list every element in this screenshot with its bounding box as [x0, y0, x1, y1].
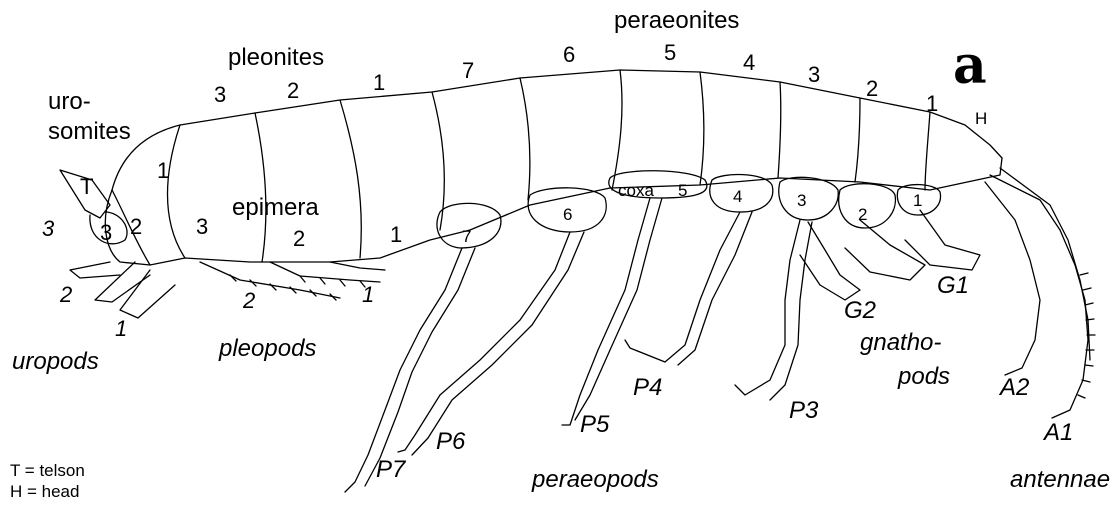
- coxa-label: coxa: [618, 182, 654, 199]
- pleonites-label: pleonites: [228, 46, 324, 70]
- pleonite-3-number: 3: [214, 84, 226, 106]
- pleopods-drawing: [200, 262, 385, 300]
- peraeonite-6-number: 6: [563, 44, 575, 66]
- urosomite-1-number: 1: [157, 160, 169, 182]
- peraeonite-5-number: 5: [664, 42, 676, 64]
- p4-label: P4: [633, 376, 662, 400]
- a2-label: A2: [1000, 376, 1029, 400]
- p6-label: P6: [436, 430, 465, 454]
- urosomites-label-line2: somites: [48, 120, 131, 144]
- coxa-2-number: 2: [858, 206, 867, 223]
- p3-label: P3: [789, 399, 818, 423]
- coxa-1-number: 1: [913, 192, 922, 209]
- epimera-label: epimera: [232, 196, 319, 220]
- urosomite-3-number: 3: [100, 222, 112, 244]
- peraeonite-1-number: 1: [926, 93, 938, 115]
- peraeonite-4-number: 4: [743, 52, 755, 74]
- g1-label: G1: [937, 274, 969, 298]
- pleonite-2-number: 2: [287, 80, 299, 102]
- gnathopods-label-line1: gnatho-: [860, 331, 941, 355]
- g2-label: G2: [844, 299, 876, 323]
- peraeonite-7-number: 7: [462, 60, 474, 82]
- uropods-label: uropods: [12, 350, 99, 374]
- pleopod-1-label: 1: [362, 284, 374, 306]
- coxa-4-number: 4: [733, 188, 742, 205]
- coxa-6-number: 6: [563, 206, 572, 223]
- urosomite-2-number: 2: [130, 216, 142, 238]
- p5-label: P5: [580, 413, 609, 437]
- pleopods-label: pleopods: [219, 337, 316, 361]
- peraeonites-label: peraeonites: [614, 9, 739, 33]
- urosomites-label-line1: uro-: [48, 90, 91, 114]
- peraeopods-drawing: [345, 198, 812, 492]
- antennae-label: antennae: [1010, 468, 1110, 492]
- epimeron-2-number: 2: [293, 228, 305, 250]
- coxa-5-number: 5: [678, 182, 687, 199]
- coxa-7-number: 7: [462, 228, 471, 245]
- uropod-2-label: 2: [60, 284, 72, 306]
- peraeopods-label: peraeopods: [532, 468, 659, 492]
- coxa-3-number: 3: [797, 192, 806, 209]
- legend: T = telson H = head: [10, 460, 85, 503]
- epimeron-3-number: 3: [196, 216, 208, 238]
- head-marker: H: [975, 110, 987, 127]
- telson-marker: T: [80, 176, 93, 198]
- uropods-drawing: [60, 170, 175, 318]
- epimeron-1-number: 1: [390, 224, 402, 246]
- peraeonite-2-number: 2: [866, 78, 878, 100]
- p7-label: P7: [376, 458, 405, 482]
- peraeonite-3-number: 3: [808, 64, 820, 86]
- uropod-3-label: 3: [42, 218, 54, 240]
- legend-telson: T = telson: [10, 460, 85, 481]
- gnathopods-label-line2: pods: [898, 365, 950, 389]
- a1-label: A1: [1044, 421, 1073, 445]
- uropod-1-label: 1: [115, 318, 127, 340]
- legend-head: H = head: [10, 481, 85, 502]
- pleopod-2-label: 2: [243, 290, 255, 312]
- segment-boundaries: [112, 70, 930, 265]
- panel-label: a: [953, 40, 987, 92]
- pleonite-1-number: 1: [373, 72, 385, 94]
